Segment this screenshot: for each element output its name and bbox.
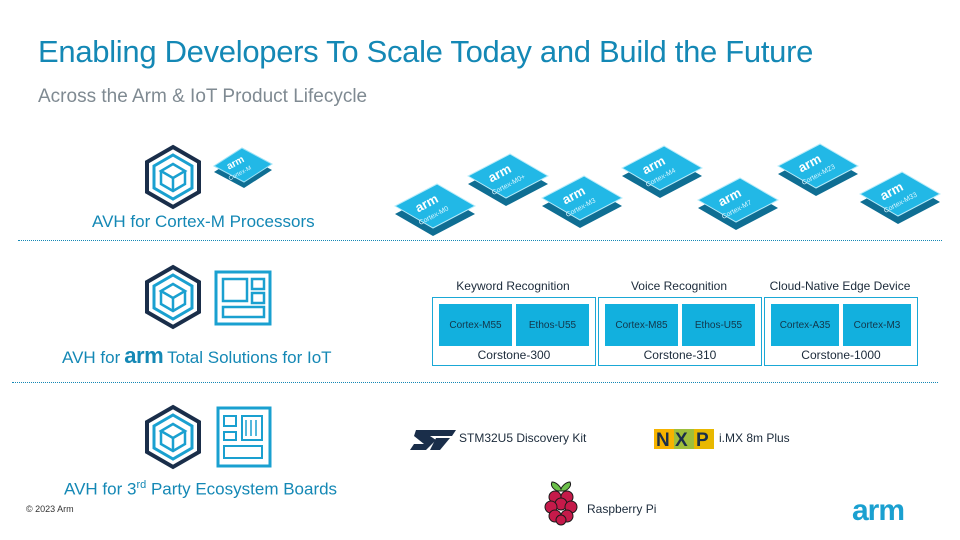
solution-title: Keyword Recognition bbox=[456, 279, 570, 293]
raspberry-pi-logo-icon bbox=[544, 481, 578, 526]
arm-logo: arm bbox=[852, 494, 905, 527]
arm-wordmark: arm bbox=[124, 343, 164, 368]
chip-cortex-m4: arm Cortex-M4 bbox=[620, 145, 704, 198]
solution-title: Cloud-Native Edge Device bbox=[769, 279, 911, 293]
board-label: i.MX 8m Plus bbox=[719, 431, 790, 445]
core-box: Ethos-U55 bbox=[682, 304, 755, 346]
page-subtitle: Across the Arm & IoT Product Lifecycle bbox=[38, 86, 368, 107]
avh-hexagon-icon bbox=[145, 144, 201, 210]
row2-label: AVH for arm Total Solutions for IoT bbox=[62, 343, 332, 369]
board-label: Raspberry Pi bbox=[587, 502, 657, 516]
svg-text:P: P bbox=[696, 430, 709, 450]
copyright-text: © 2023 Arm bbox=[26, 504, 74, 514]
row3-label-suffix: Party Ecosystem Boards bbox=[146, 479, 338, 499]
nxp-logo-icon: N X P bbox=[654, 429, 714, 450]
chip-cortex-m0plus: arm Cortex-M0+ bbox=[466, 153, 550, 206]
corstone-name: Corstone-1000 bbox=[801, 348, 881, 362]
board-label: STM32U5 Discovery Kit bbox=[459, 431, 587, 445]
core-box: Ethos-U55 bbox=[516, 304, 589, 346]
row3-label-prefix: AVH for 3 bbox=[64, 479, 137, 499]
chip-cortex-m0: arm Cortex-M0 bbox=[393, 183, 477, 236]
circuit-board-icon bbox=[216, 406, 272, 468]
svg-text:N: N bbox=[656, 430, 670, 450]
row3-label-sup: rd bbox=[136, 479, 147, 491]
corstone-300-box: Cortex-M55 Ethos-U55 Corstone-300 bbox=[432, 297, 596, 366]
row-divider bbox=[12, 382, 938, 383]
chip-cortex-m23: arm Cortex-M23 bbox=[776, 143, 860, 196]
svg-text:X: X bbox=[675, 430, 688, 450]
row2-label-suffix: Total Solutions for IoT bbox=[167, 348, 332, 367]
avh-hexagon-icon bbox=[145, 404, 201, 470]
corstone-310-box: Cortex-M85 Ethos-U55 Corstone-310 bbox=[598, 297, 762, 366]
corstone-name: Corstone-300 bbox=[477, 348, 551, 362]
core-box: Cortex-M3 bbox=[843, 304, 911, 346]
page-title: Enabling Developers To Scale Today and B… bbox=[38, 34, 814, 69]
corstone-name: Corstone-310 bbox=[643, 348, 717, 362]
st-logo-icon bbox=[410, 430, 456, 450]
chip-cortex-m33: arm Cortex-M33 bbox=[858, 171, 942, 224]
core-box: Cortex-M85 bbox=[605, 304, 678, 346]
solution-title: Voice Recognition bbox=[630, 279, 728, 293]
chip-cortex-m7: arm Cortex-M7 bbox=[696, 177, 780, 230]
soc-block-diagram-icon bbox=[214, 270, 272, 326]
avh-hexagon-icon bbox=[145, 264, 201, 330]
row1-label: AVH for Cortex-M Processors bbox=[92, 212, 315, 231]
core-box: Cortex-M55 bbox=[439, 304, 512, 346]
core-box: Cortex-A35 bbox=[771, 304, 839, 346]
row3-label: AVH for 3rd Party Ecosystem Boards bbox=[64, 479, 337, 500]
row-divider bbox=[18, 240, 942, 241]
chip-cortex-m3: arm Cortex-M3 bbox=[540, 175, 624, 228]
cortex-m-chips: arm Cortex-M0 arm Cortex-M0+ arm Cortex-… bbox=[393, 143, 942, 236]
corstone-1000-box: Cortex-A35 Cortex-M3 Corstone-1000 bbox=[764, 297, 918, 366]
row2-label-prefix: AVH for bbox=[62, 348, 121, 367]
cortex-m-chip-icon: arm Cortex-M bbox=[213, 147, 273, 188]
